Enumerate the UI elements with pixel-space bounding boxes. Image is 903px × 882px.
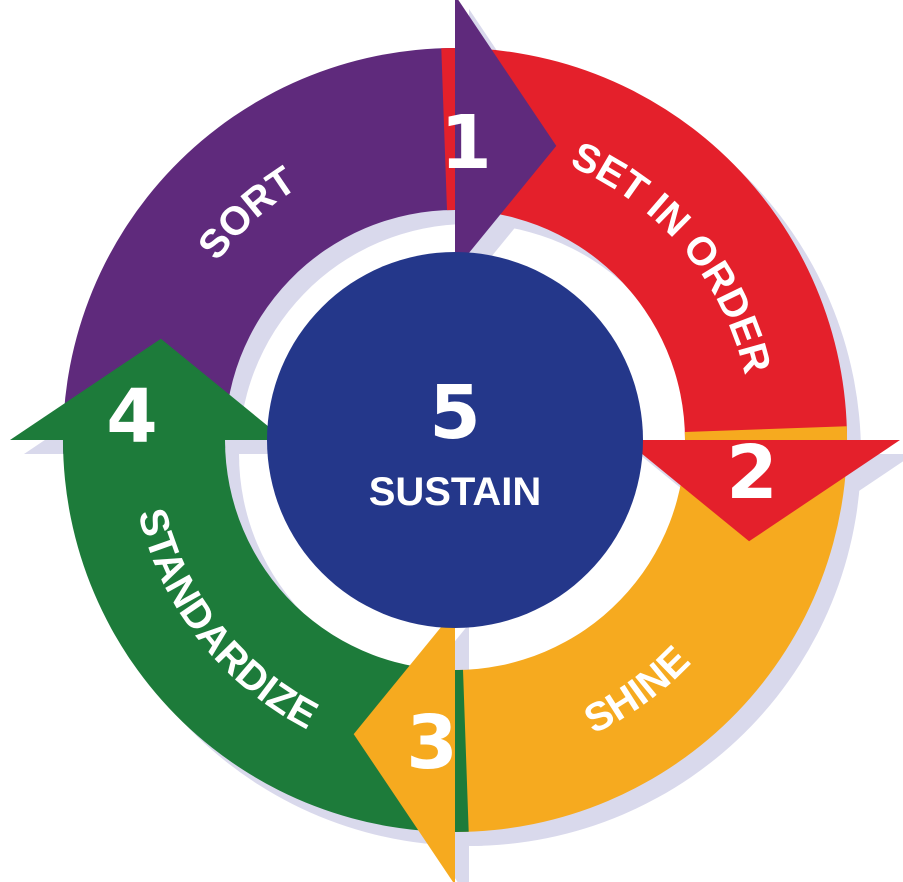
arrow-head-shine [353, 610, 455, 882]
arrow-head-set-in-order [625, 440, 900, 542]
step-number-2: 2 [726, 430, 778, 516]
center-number: 5 [429, 370, 481, 456]
center-label: SUSTAIN [369, 470, 542, 514]
arrow-head-standardize [10, 338, 285, 440]
step-number-4: 4 [106, 374, 158, 460]
arrow-head-sort [455, 0, 557, 270]
center-circle [267, 252, 643, 628]
step-number-3: 3 [406, 700, 458, 786]
step-number-1: 1 [440, 100, 492, 186]
